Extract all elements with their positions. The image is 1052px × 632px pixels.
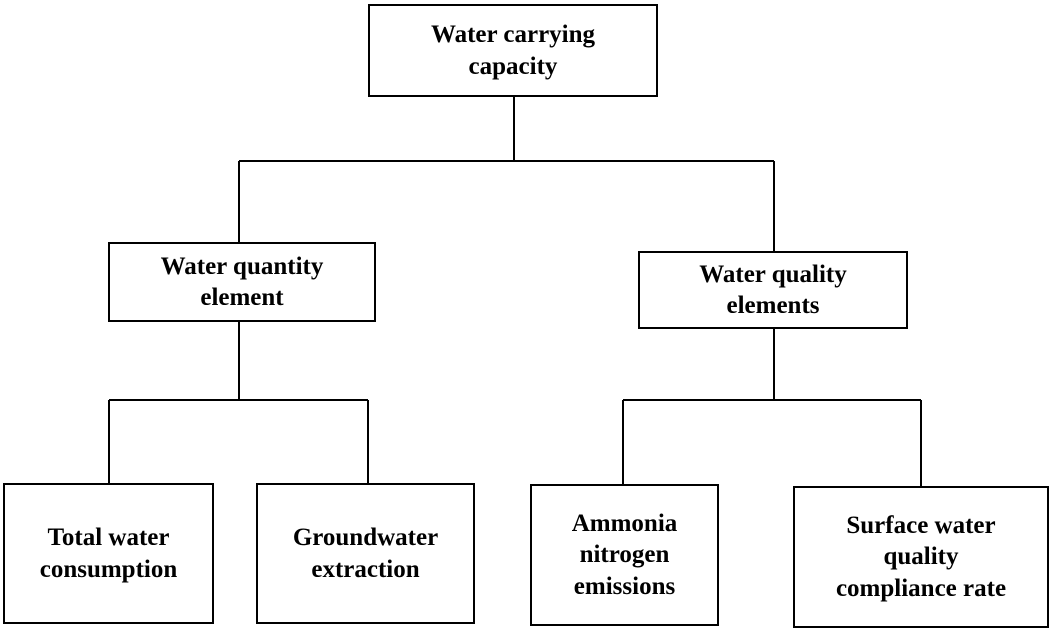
node-water-quantity-element: Water quantity element (108, 242, 376, 322)
node-groundwater-extraction: Groundwater extraction (256, 483, 475, 624)
node-label: Total water consumption (39, 524, 178, 583)
node-ammonia-nitrogen-emissions: Ammonia nitrogen emissions (530, 484, 719, 626)
node-total-water-consumption: Total water consumption (3, 483, 214, 624)
node-label: Surface water quality compliance rate (835, 512, 1007, 602)
node-label: Groundwater extraction (292, 524, 439, 583)
node-water-quality-elements: Water quality elements (638, 251, 908, 329)
node-label: Water quantity element (160, 252, 324, 311)
node-label: Water quality elements (699, 260, 847, 319)
node-label: Water carrying capacity (430, 21, 596, 80)
node-water-carrying-capacity: Water carrying capacity (368, 4, 658, 97)
node-surface-water-quality-compliance-rate: Surface water quality compliance rate (793, 486, 1049, 628)
node-label: Ammonia nitrogen emissions (571, 510, 678, 600)
